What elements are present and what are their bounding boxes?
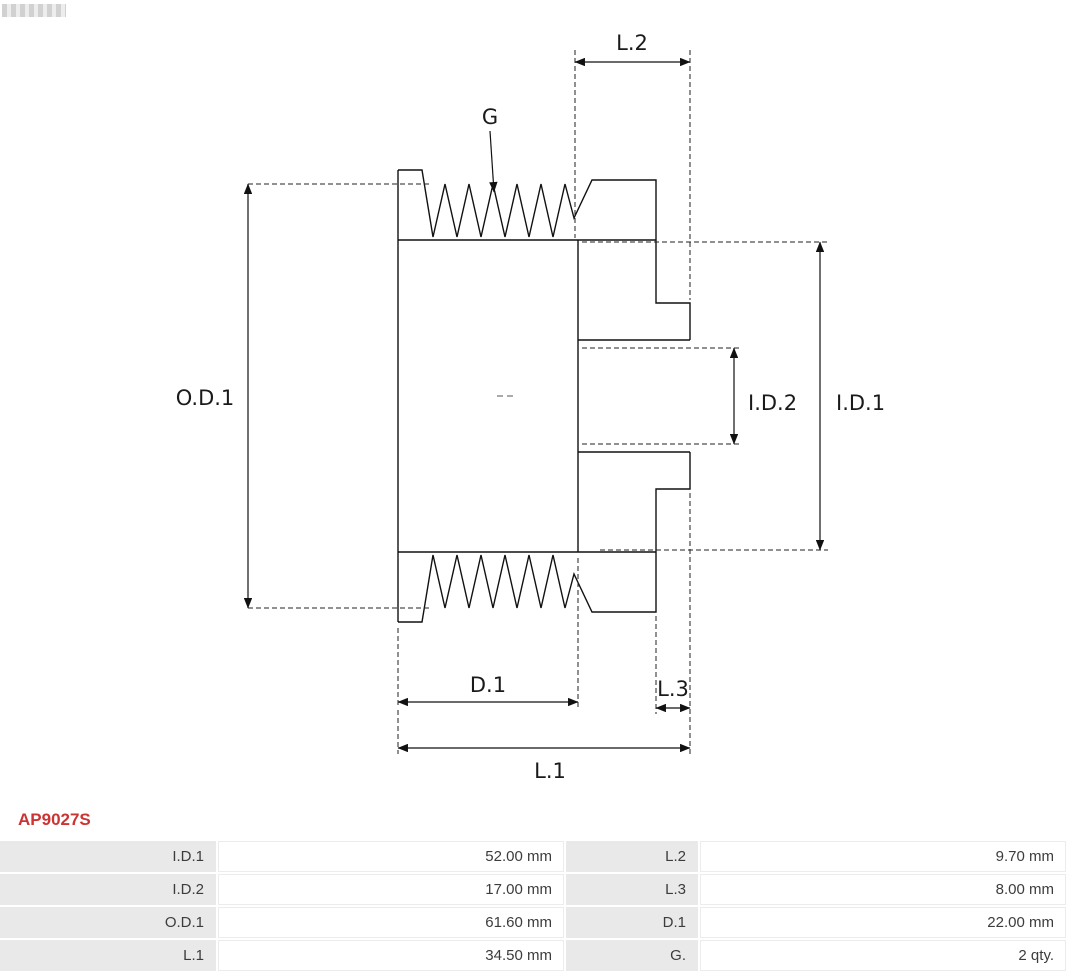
spec-value: 17.00 mm [218, 874, 564, 905]
spec-key: O.D.1 [0, 907, 216, 938]
dim-label-l3: L.3 [657, 677, 689, 701]
dim-l2: L.2 [574, 31, 691, 300]
dim-d1: D.1 [397, 558, 579, 708]
spec-key: D.1 [566, 907, 698, 938]
pulley-outline [397, 169, 691, 623]
dim-label-id1: I.D.1 [836, 391, 885, 415]
dim-l3: L.3 [655, 493, 691, 754]
spec-value: 34.50 mm [218, 940, 564, 971]
dim-l1: L.1 [397, 710, 691, 783]
spec-value: 61.60 mm [218, 907, 564, 938]
spec-value: 8.00 mm [700, 874, 1066, 905]
dim-label-l2: L.2 [616, 31, 648, 55]
dim-od1: O.D.1 [176, 183, 430, 609]
spec-value: 52.00 mm [218, 841, 564, 872]
spec-table: I.D.1 52.00 mm L.2 9.70 mm I.D.2 17.00 m… [0, 841, 1066, 971]
dim-label-d1: D.1 [470, 673, 506, 697]
spec-key: G. [566, 940, 698, 971]
dim-id1: I.D.1 [582, 241, 885, 551]
spec-key: I.D.2 [0, 874, 216, 905]
dim-g: G [482, 105, 498, 193]
spec-key: L.1 [0, 940, 216, 971]
dim-label-od1: O.D.1 [176, 386, 235, 410]
part-number: AP9027S [18, 810, 91, 829]
spec-key: L.2 [566, 841, 698, 872]
as-pl-logo [2, 4, 66, 17]
dim-label-g: G [482, 105, 498, 129]
spec-key: L.3 [566, 874, 698, 905]
spec-value: 9.70 mm [700, 841, 1066, 872]
pulley-diagram: L.2 G O.D.1 I.D.2 I.D.1 [176, 31, 885, 783]
dim-id2: I.D.2 [582, 347, 797, 445]
spec-key: I.D.1 [0, 841, 216, 872]
dim-label-id2: I.D.2 [748, 391, 797, 415]
spec-value: 2 qty. [700, 940, 1066, 971]
dim-label-l1: L.1 [534, 759, 566, 783]
spec-value: 22.00 mm [700, 907, 1066, 938]
